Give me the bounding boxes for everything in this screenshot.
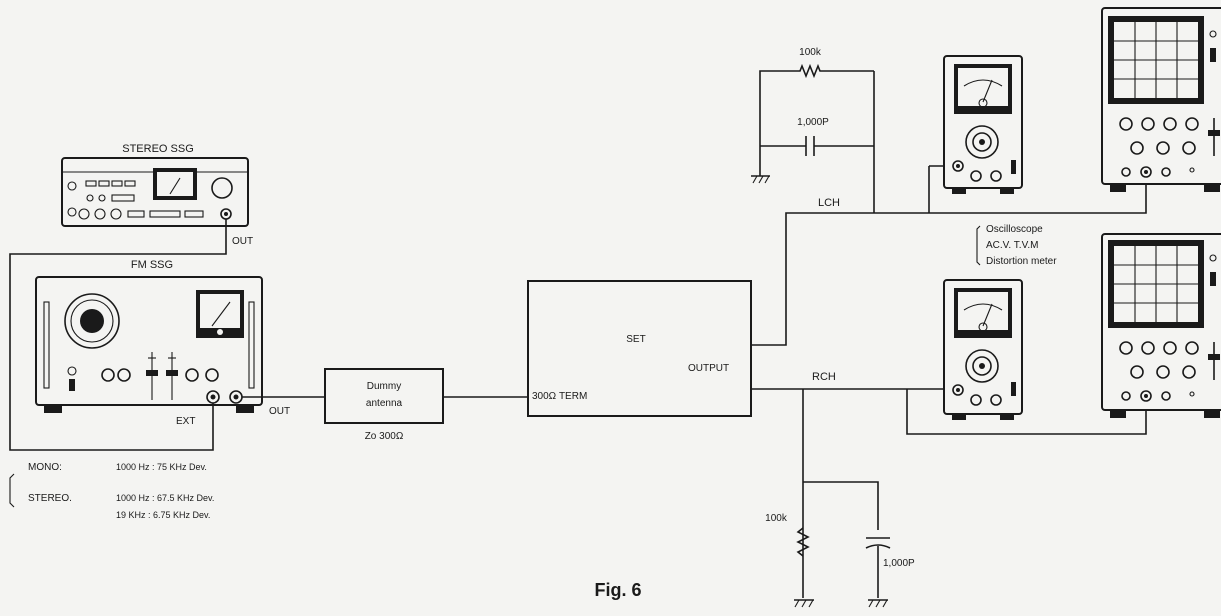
fm-ssg-device: FM SSG: [35, 259, 290, 427]
rch-meter-device: [943, 279, 1023, 420]
rch-oscilloscope-device: [1101, 233, 1221, 418]
stereo-ssg-device: STEREO SSG OUT: [61, 143, 253, 247]
rch-label: RCH: [812, 371, 836, 383]
rch-meter-range-dial-icon: [965, 349, 999, 383]
rch-resistor-label: 100k: [765, 513, 788, 524]
lch-meter-device: [943, 55, 1023, 194]
fm-ssg-sliders: [146, 352, 178, 400]
mono-value: 1000 Hz : 75 KHz Dev.: [116, 462, 207, 472]
dummy-antenna-line1: Dummy: [367, 381, 401, 392]
rch-load-network: 100k 1,000P: [765, 481, 915, 608]
lch-load-network: 100k 1,000P: [751, 47, 874, 184]
meter-label-oscilloscope: Oscilloscope: [986, 224, 1043, 235]
lch-ground-icon: [751, 175, 770, 184]
rch-resistor-icon: [796, 527, 810, 557]
lch-oscilloscope-device: [1101, 7, 1221, 192]
modulation-settings-note: MONO: 1000 Hz : 75 KHz Dev. STEREO. 1000…: [9, 462, 214, 520]
dummy-antenna-block: Dummy antenna Zo 300Ω: [324, 368, 444, 442]
rch-ground-icons: [794, 599, 888, 608]
modulation-wiring: [9, 219, 227, 451]
stereo-value-2: 19 KHz : 6.75 KHz Dev.: [116, 510, 210, 520]
stereo-ssg-out-label: OUT: [232, 236, 253, 247]
rch-capacitor-label: 1,000P: [883, 558, 915, 569]
lch-label: LCH: [818, 197, 840, 209]
stereo-label: STEREO.: [28, 493, 72, 504]
set-under-test-block: SET OUTPUT 300Ω TERM: [527, 280, 752, 417]
fm-ssg-tuning-dial-icon: [64, 293, 120, 349]
stereo-value-1: 1000 Hz : 67.5 KHz Dev.: [116, 493, 214, 503]
set-output-label: OUTPUT: [688, 363, 729, 374]
mono-label: MONO:: [28, 462, 62, 473]
dummy-antenna-line2: antenna: [366, 398, 403, 409]
stereo-ssg-label: STEREO SSG: [122, 143, 194, 155]
lch-resistor-label: 100k: [799, 47, 822, 58]
fm-ssg-out-label: OUT: [269, 406, 290, 417]
set-label: SET: [626, 334, 645, 345]
meter-label-acvtvm: AC.V. T.V.M: [986, 240, 1038, 251]
fm-ssg-label: FM SSG: [131, 259, 173, 271]
fm-ssg-ext-label: EXT: [176, 416, 195, 427]
meter-group-label: Oscilloscope AC.V. T.V.M Distortion mete…: [976, 224, 1057, 267]
output-wiring: [751, 71, 1147, 598]
figure-caption: Fig. 6: [594, 580, 641, 600]
dummy-antenna-impedance: Zo 300Ω: [365, 431, 404, 442]
lch-capacitor-label: 1,000P: [797, 117, 829, 128]
meter-label-distortion: Distortion meter: [986, 256, 1057, 267]
stereo-ssg-dial-icon: [211, 177, 233, 199]
set-term-label: 300Ω TERM: [532, 391, 587, 402]
lch-resistor-icon: [759, 63, 874, 176]
stereo-ssg-switches: [78, 180, 204, 220]
lch-meter-range-dial-icon: [965, 125, 999, 159]
